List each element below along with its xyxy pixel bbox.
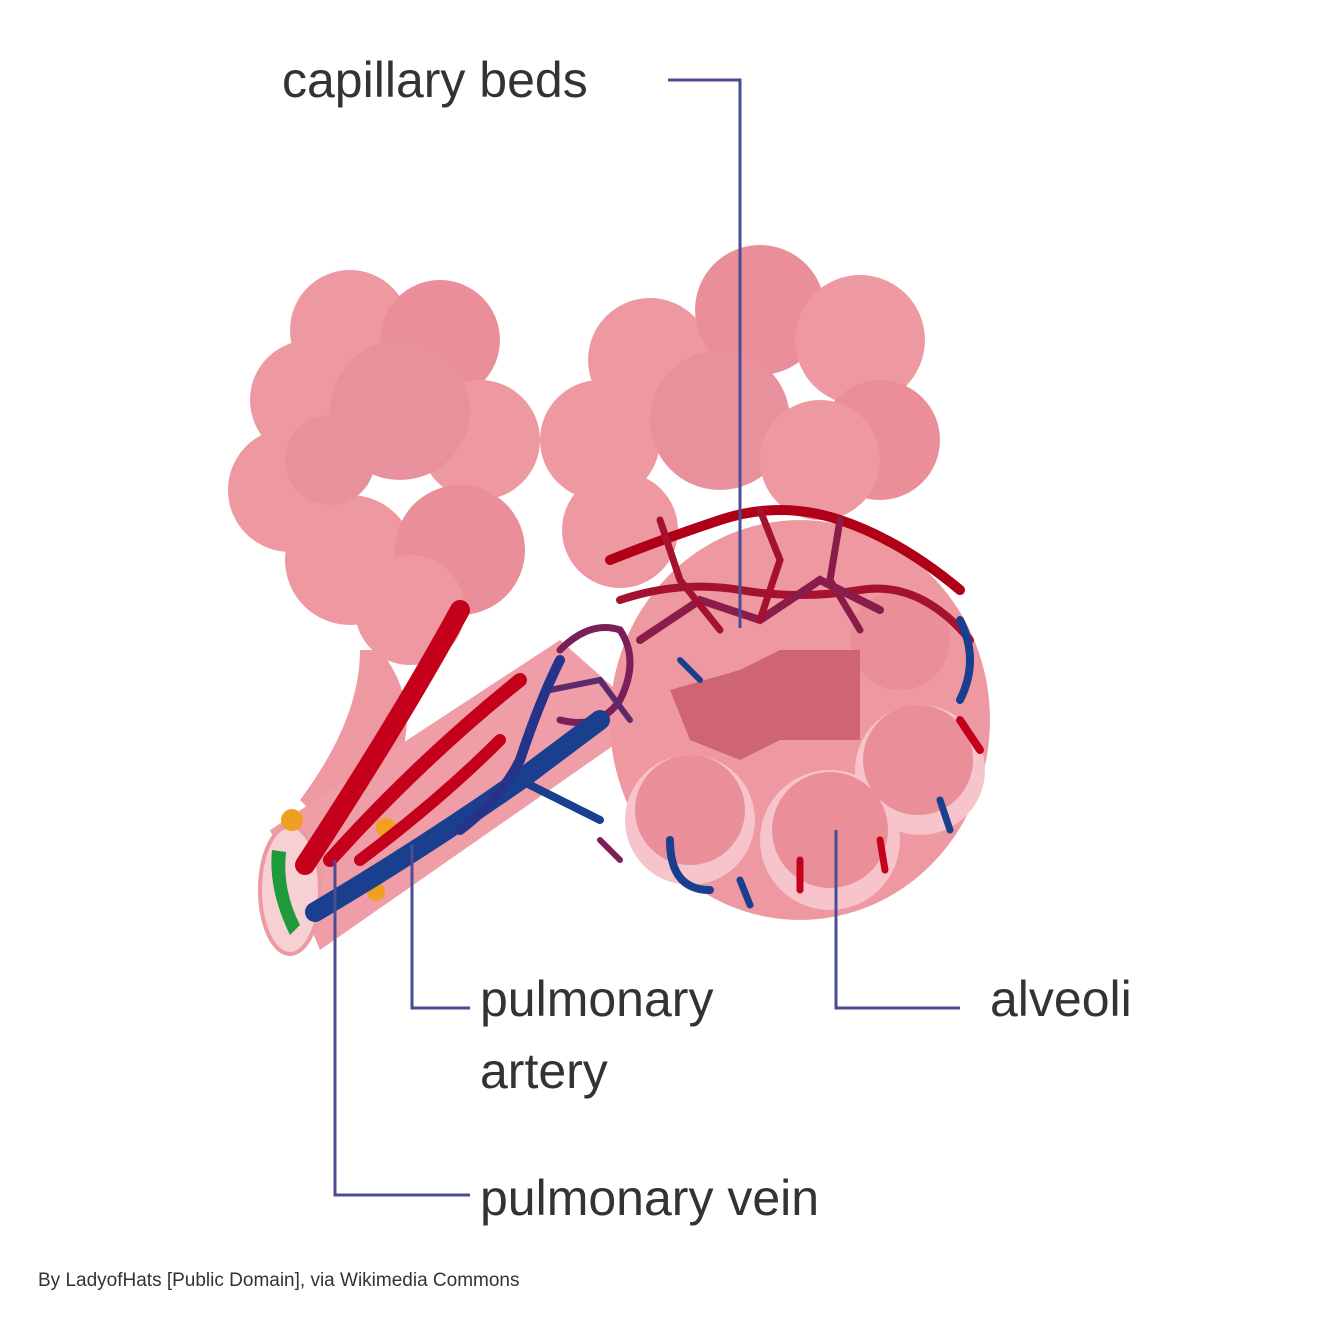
pulmonary-artery-label-line1: pulmonary: [480, 971, 714, 1027]
pulmonary-vein-vessel: [305, 655, 610, 922]
pulmonary-vein-leader: [333, 860, 470, 1197]
right-alveolar-sac: [540, 245, 940, 588]
pulmonary-artery-label: pulmonary artery: [480, 963, 713, 1107]
leader-lines: [333, 78, 960, 1197]
pulmonary-vein-label: pulmonary vein: [480, 1170, 820, 1226]
pulmonary-artery-vessel: [295, 600, 527, 875]
alveoli-label: alveoli: [990, 971, 1132, 1027]
alveoli-leader: [834, 830, 960, 1010]
capillary-beds-label: capillary beds: [282, 52, 588, 108]
image-credit: By LadyofHats [Public Domain], via Wikim…: [38, 1270, 520, 1291]
pulmonary-artery-label-line2: artery: [480, 1043, 608, 1099]
pulmonary-artery-leader: [410, 845, 470, 1010]
capillary-beds-leader: [668, 78, 742, 628]
left-alveolar-sac: [228, 270, 540, 840]
capillary-network: [547, 505, 984, 909]
